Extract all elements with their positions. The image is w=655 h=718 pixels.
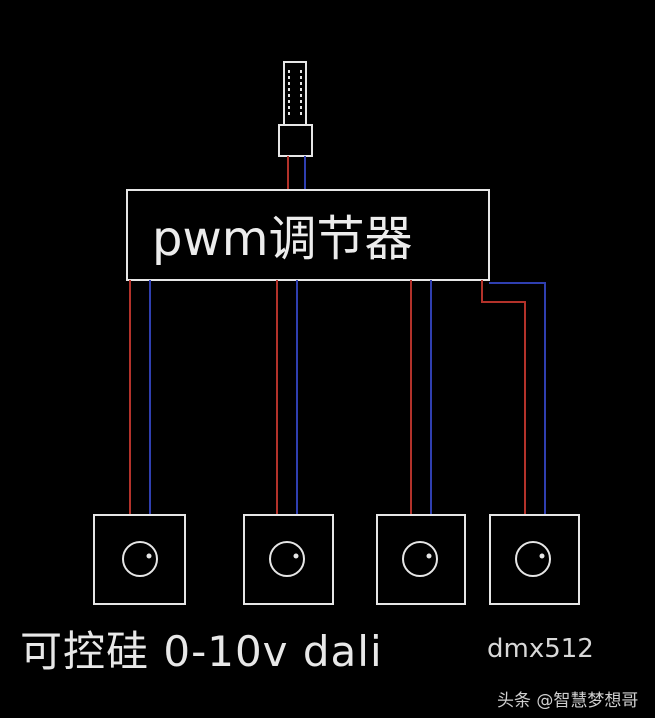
watermark: 头条 @智慧梦想哥	[497, 691, 639, 711]
device-2	[243, 514, 334, 605]
device-4	[489, 514, 580, 605]
device-3	[376, 514, 466, 605]
device-box	[376, 514, 466, 605]
knob-icon	[515, 541, 551, 577]
plug-prongs	[283, 61, 307, 126]
power-plug-icon	[278, 61, 313, 157]
device-box	[489, 514, 580, 605]
wire-red-4	[481, 280, 526, 515]
controller-box	[126, 189, 490, 281]
device-box	[93, 514, 186, 605]
wire-blue-4	[489, 282, 546, 515]
bottom-caption-main: 可控硅 0-10v dali	[20, 627, 383, 676]
knob-icon	[122, 541, 158, 577]
controller-label: pwm调节器	[152, 211, 413, 267]
plug-body	[278, 124, 313, 157]
bottom-caption-sub: dmx512	[487, 634, 594, 664]
output-wires	[129, 280, 546, 515]
device-1	[93, 514, 186, 605]
knob-icon	[402, 541, 438, 577]
device-box	[243, 514, 334, 605]
knob-icon	[269, 541, 305, 577]
